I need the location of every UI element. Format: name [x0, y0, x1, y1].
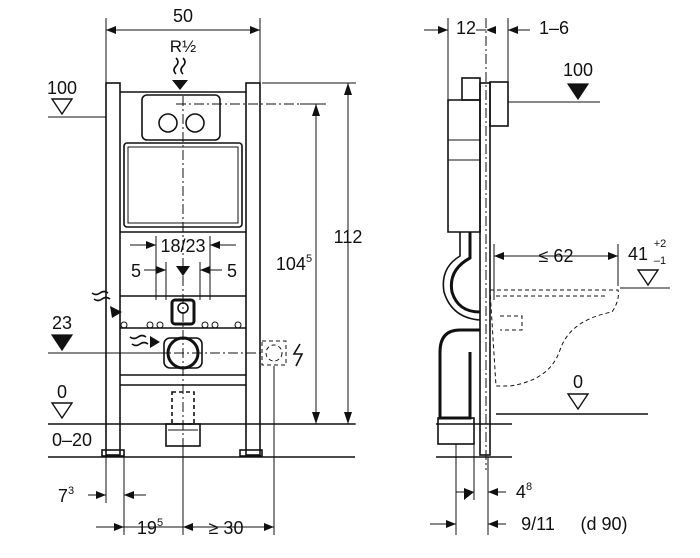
level-marker-filled — [50, 334, 74, 352]
floor-range-label: 0–20 — [52, 430, 92, 450]
level-marker-open — [50, 98, 74, 116]
dim-range-top: 1–6 — [539, 18, 569, 38]
side-level-0-label: 0 — [573, 372, 583, 392]
side-frame-post — [479, 82, 491, 456]
side-view: 12 1–6 100 ≤ 62 41 +2 –1 0 48 — [424, 18, 670, 535]
level-marker-open — [50, 402, 74, 420]
water-supply-arrow — [172, 80, 188, 90]
dim-pipe-offset: 48 — [516, 481, 532, 502]
flush-button-left — [158, 113, 178, 133]
dim-bowl-height: 41 — [628, 244, 648, 264]
dim-pipe-size: 9/11 — [521, 514, 555, 534]
side-level-marker-open — [636, 269, 660, 287]
dim-height-total: 112 — [334, 227, 363, 247]
dim-offset-right: 5 — [227, 261, 237, 281]
dim-flush-spacing: 18/23 — [160, 236, 205, 256]
dim-bowl-tol-minus: –1 — [654, 255, 666, 267]
dim-width-top: 50 — [173, 6, 193, 26]
waste-water-icon — [91, 290, 111, 302]
flush-plate-opening — [141, 94, 221, 141]
front-view: 50 R½ 100 23 0 0–20 18/23 5 5 — [47, 6, 362, 538]
dim-bowl-tol-plus: +2 — [654, 238, 667, 250]
drain-water-arrow — [150, 336, 160, 348]
water-supply-icon — [173, 57, 186, 75]
dim-height-inner: 1045 — [276, 253, 312, 274]
side-drain-end — [437, 417, 475, 445]
dim-foot-left: 73 — [58, 485, 74, 506]
side-flush-bend — [449, 232, 481, 314]
right-frame-post — [245, 82, 261, 456]
dim-max-projection: ≤ 62 — [539, 246, 574, 266]
left-frame-post — [105, 82, 121, 456]
dim-depth-top: 12 — [456, 18, 476, 38]
fixing-holes — [120, 321, 242, 329]
electrical-box — [261, 340, 287, 366]
level-100-label: 100 — [47, 78, 77, 98]
electricity-icon — [292, 343, 304, 367]
level-23-label: 23 — [52, 313, 72, 333]
right-foot — [239, 449, 263, 457]
dim-pipe-diameter: (d 90) — [580, 514, 627, 534]
side-drain-bend — [438, 328, 480, 420]
side-level-marker-filled — [566, 83, 590, 101]
wc-bowl-outline — [489, 289, 619, 387]
waste-water-arrow — [110, 306, 122, 318]
left-foot — [101, 449, 125, 457]
dim-min-side: ≥ 30 — [209, 518, 244, 538]
flush-button-right — [185, 113, 205, 133]
level-0-label: 0 — [57, 382, 67, 402]
side-cistern — [447, 99, 481, 233]
dim-offset-left: 5 — [131, 261, 141, 281]
side-level-100-label: 100 — [563, 60, 593, 80]
side-flush-plate — [489, 81, 509, 127]
connection-size-label: R½ — [170, 37, 196, 56]
side-level-marker-open — [566, 393, 590, 411]
dim-foot-bottom: 195 — [137, 517, 163, 538]
drain-water-icon — [129, 334, 149, 347]
